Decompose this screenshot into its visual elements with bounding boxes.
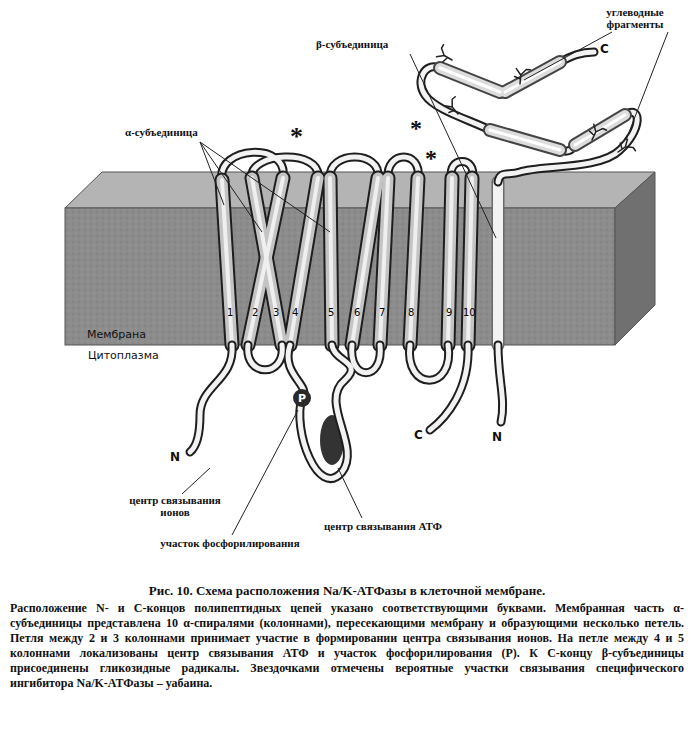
carbohydrate-trees	[436, 45, 635, 160]
illustration-part	[444, 97, 465, 118]
callout-label: α-субъединица	[125, 126, 198, 138]
illustration-part	[421, 52, 637, 182]
figure-caption: Расположение N- и C-концов полипептидных…	[10, 601, 684, 691]
terminus-letter: C	[414, 428, 423, 442]
illustration-part	[492, 182, 505, 345]
illustration-part	[65, 172, 655, 208]
illustration-part	[182, 468, 210, 494]
illustration-part	[615, 172, 655, 345]
illustration-part	[190, 345, 503, 478]
illustration-part	[436, 45, 456, 65]
illustration-part	[200, 142, 262, 232]
phosphorylation-circle: P	[293, 389, 311, 407]
illustration-part	[514, 69, 530, 85]
illustration-part	[615, 138, 636, 159]
illustration-part	[493, 182, 503, 345]
callout-number: 10	[463, 307, 476, 318]
illustration-part	[626, 32, 668, 140]
callout-number: 8	[408, 307, 414, 318]
figure-title: Рис. 10. Схема расположения Na/K-АТФазы …	[10, 583, 684, 599]
illustration-part	[65, 208, 615, 345]
callout-number: 7	[379, 307, 385, 318]
callout-number: 4	[292, 307, 298, 318]
illustration-part	[200, 142, 224, 205]
illustration-part	[410, 54, 496, 238]
cytoplasmic-loops	[190, 345, 503, 478]
illustration-part	[190, 345, 503, 478]
callout-label: углеводные фрагменты	[590, 6, 680, 30]
callout-number: 9	[446, 307, 452, 318]
callout-number: 6	[354, 307, 360, 318]
callout-label: β-субъединица	[316, 38, 388, 50]
beta-threads	[421, 52, 637, 182]
illustration-part	[421, 52, 637, 182]
node-text: Мембрана	[87, 328, 146, 341]
terminus-letter: C	[600, 42, 609, 56]
illustration-part	[232, 410, 298, 535]
region-label: Цитоплазма	[88, 349, 159, 362]
node-text: P	[298, 393, 306, 404]
asterisk-mark: *	[410, 116, 422, 140]
leader-lines	[182, 32, 668, 535]
callout-number: 1	[227, 307, 233, 318]
callout-label: центр связывания ионов	[120, 494, 230, 518]
membrane-band: Мембрана	[65, 208, 615, 345]
callout-number: 3	[273, 307, 279, 318]
callout-number: 5	[328, 307, 334, 318]
callout-label: участок фосфорилирования	[160, 537, 300, 549]
illustration-part	[222, 178, 472, 345]
terminus-letter: N	[492, 430, 502, 444]
illustration-part	[222, 178, 472, 345]
illustration-part	[587, 124, 607, 144]
membrane-slab	[65, 172, 655, 345]
beta-column	[498, 182, 499, 345]
illustration-part	[338, 468, 362, 518]
illustration-part	[222, 178, 472, 345]
alpha-helix-columns	[222, 178, 472, 345]
asterisk-mark: *	[290, 124, 303, 150]
illustration-part	[524, 32, 612, 80]
asterisk-mark: *	[425, 146, 437, 170]
illustration-part	[200, 142, 330, 232]
terminus-letter: N	[170, 450, 180, 464]
callout-label: центр связывания АТФ	[318, 520, 448, 532]
callout-number: 2	[252, 307, 258, 318]
